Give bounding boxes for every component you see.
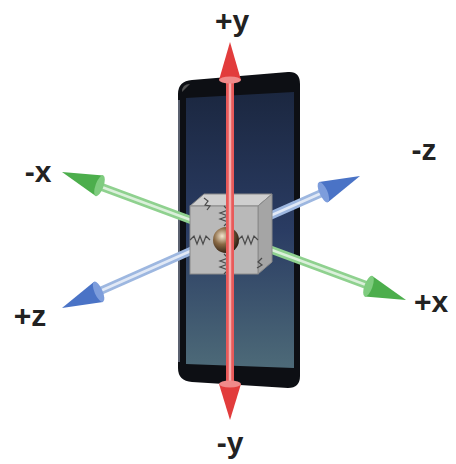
axis-label: +y xyxy=(215,6,249,36)
axis-label: -x xyxy=(25,157,52,187)
axis-label: -z xyxy=(412,135,437,165)
axis-label: +x xyxy=(414,287,448,317)
phone-body xyxy=(178,72,300,388)
y-axis-arrow xyxy=(219,42,241,420)
z-axis-arrow xyxy=(62,176,360,308)
axis-label: -y xyxy=(217,428,244,458)
axis-label: +z xyxy=(14,301,47,331)
